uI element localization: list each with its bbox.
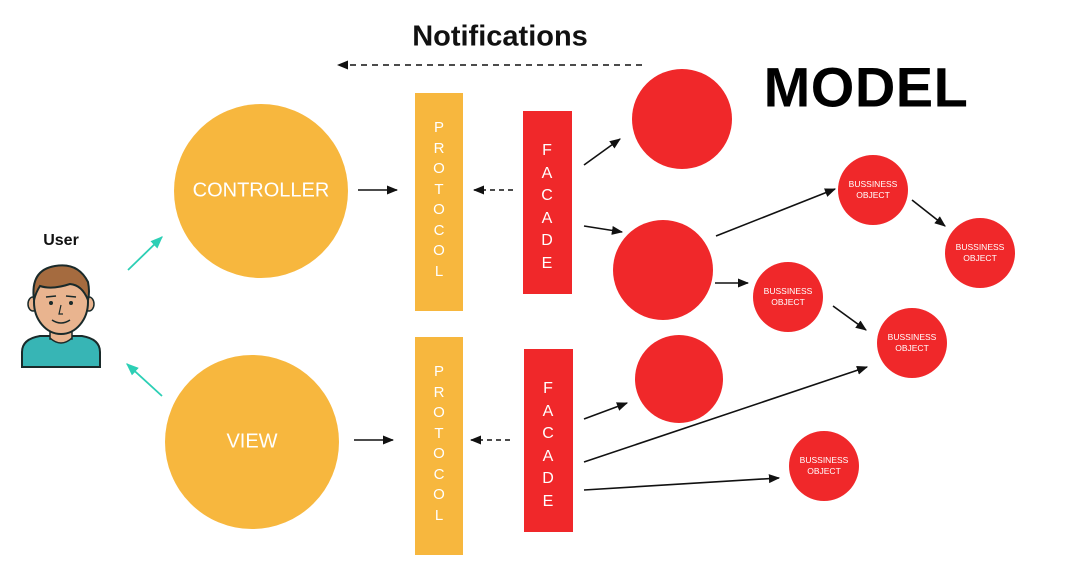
- model-title: MODEL: [763, 55, 969, 119]
- business-object-2-label: BUSSINESS OBJECT: [945, 242, 1015, 264]
- model-node-lower: [635, 335, 723, 423]
- facade-to-bo5-arrow: [583, 474, 781, 491]
- business-object-2-line2: OBJECT: [963, 253, 997, 263]
- notifications-label: Notifications: [412, 20, 588, 53]
- business-object-5-line2: OBJECT: [807, 466, 841, 476]
- user-label: User: [43, 232, 79, 249]
- business-object-3-label: BUSSINESS OBJECT: [753, 286, 823, 308]
- facade-to-model-middle-arrow: [583, 225, 624, 235]
- business-object-1: [838, 155, 908, 225]
- controller-label: CONTROLLER: [192, 179, 330, 202]
- controller-facade-bar: [523, 111, 572, 294]
- controller-protocol-label: PROTOCOL: [433, 119, 445, 280]
- controller-facade-label: FACADE: [541, 142, 553, 272]
- business-object-5-label: BUSSINESS OBJECT: [789, 455, 859, 477]
- facade-to-bo4-arrow: [583, 365, 869, 463]
- model-node-top: [632, 69, 732, 169]
- business-object-3-line2: OBJECT: [771, 297, 805, 307]
- facade-to-model-lower-arrow: [583, 402, 629, 420]
- view-label: VIEW: [226, 430, 278, 453]
- business-object-4-label: BUSSINESS OBJECT: [877, 332, 947, 354]
- controller-to-user-arrow: [127, 236, 163, 271]
- controller-protocol-bar: [415, 93, 463, 311]
- bo1-to-bo2-arrow: [911, 199, 946, 227]
- business-object-4-line1: BUSSINESS: [887, 332, 937, 342]
- bo3-to-bo4-arrow: [832, 305, 867, 331]
- business-object-4-line2: OBJECT: [895, 343, 929, 353]
- business-object-5-line1: BUSSINESS: [799, 455, 849, 465]
- business-object-3-line1: BUSSINESS: [763, 286, 813, 296]
- view-facade-bar: [524, 349, 573, 532]
- view-to-user-arrow: [126, 363, 163, 397]
- business-object-1-line1: BUSSINESS: [848, 179, 898, 189]
- business-object-3: [753, 262, 823, 332]
- business-object-1-line2: OBJECT: [856, 190, 890, 200]
- business-object-2: [945, 218, 1015, 288]
- model-to-bo1-arrow: [715, 188, 837, 237]
- controller-node: [174, 104, 348, 278]
- business-object-2-line1: BUSSINESS: [955, 242, 1005, 252]
- person-avatar-icon: [21, 264, 101, 368]
- view-facade-label: FACADE: [542, 380, 554, 510]
- business-object-1-label: BUSSINESS OBJECT: [838, 179, 908, 201]
- view-node: [165, 355, 339, 529]
- facade-to-model-top-arrow: [583, 138, 621, 166]
- view-protocol-bar: [415, 337, 463, 555]
- model-node-middle: [613, 220, 713, 320]
- business-object-5: [789, 431, 859, 501]
- view-protocol-label: PROTOCOL: [433, 363, 445, 524]
- business-object-4: [877, 308, 947, 378]
